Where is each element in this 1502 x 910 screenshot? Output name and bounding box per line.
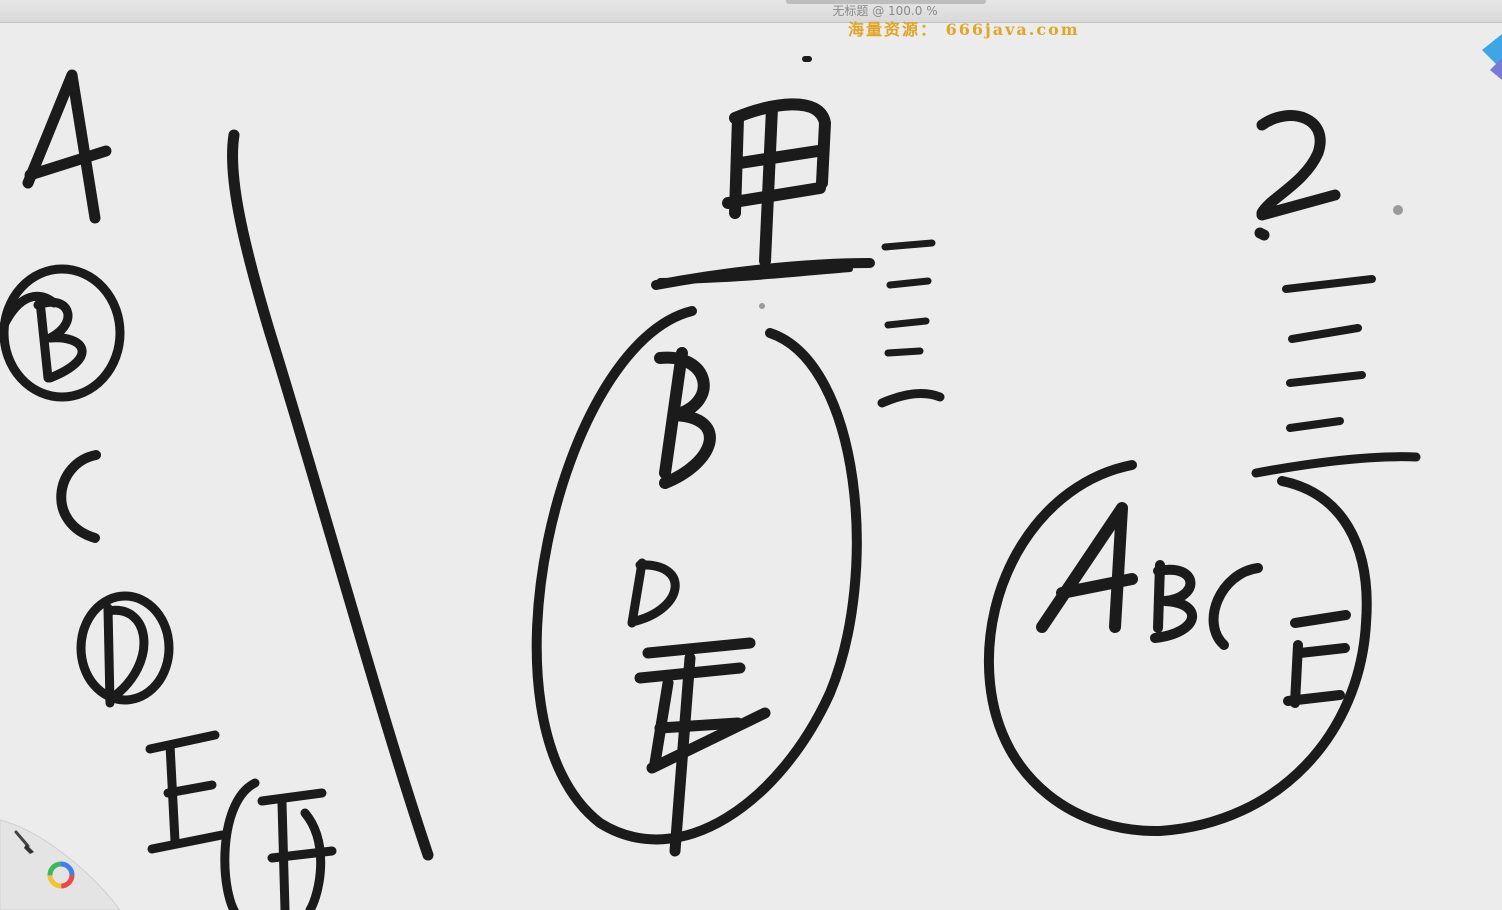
tool-palette <box>0 800 120 910</box>
titlebar-highlight <box>786 0 986 4</box>
letter-B-right <box>1150 560 1198 643</box>
char-jia <box>722 56 831 267</box>
letter-F-middle <box>634 637 771 857</box>
letter-D-middle <box>627 558 680 628</box>
window-title: 无标题 @ 100.0 % <box>832 4 938 18</box>
letter-A-left <box>22 69 112 224</box>
color-wheel-icon[interactable] <box>46 860 76 890</box>
ink-dot <box>759 303 765 309</box>
letter-E-right <box>1283 610 1351 708</box>
letter-A-right <box>1036 502 1138 633</box>
letter-C-right <box>1208 563 1263 650</box>
letter-C-left <box>56 450 101 543</box>
underline-jia-2 <box>657 266 853 284</box>
letter-E-left <box>145 730 227 854</box>
circle-ABCE <box>983 460 1372 837</box>
corner-widget[interactable] <box>1470 30 1502 82</box>
char-san-right <box>1251 275 1421 478</box>
window-titlebar: 无标题 @ 100.0 % <box>0 0 1502 23</box>
circled-letter-D <box>76 591 174 708</box>
circled-letter-B <box>0 264 125 402</box>
oval-BDF <box>531 306 862 845</box>
watermark: 海量资源： 666java.com <box>848 20 1080 39</box>
circled-letter-F <box>220 778 337 910</box>
question-mark <box>1254 110 1341 241</box>
ink-layer <box>0 56 1421 910</box>
char-san-middle <box>877 239 945 408</box>
drawing-canvas[interactable] <box>0 23 1502 910</box>
divider-stroke <box>227 129 434 861</box>
brush-icon[interactable] <box>12 828 40 856</box>
letter-B-middle <box>654 347 716 489</box>
ink-dot-right <box>1393 205 1403 215</box>
